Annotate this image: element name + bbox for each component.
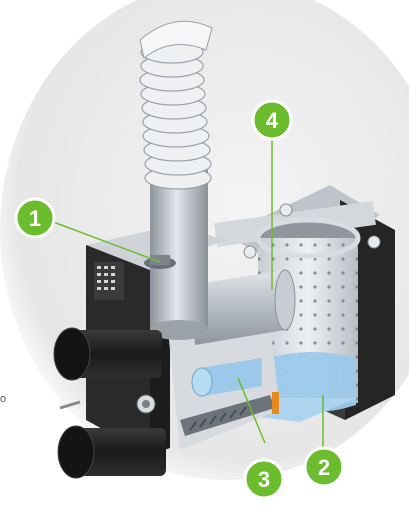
callout-3: 3 — [243, 458, 285, 500]
flexible-hose — [139, 20, 213, 190]
stray-text: o — [0, 393, 6, 405]
callout-4: 4 — [251, 99, 293, 141]
front-motor-lower — [57, 425, 166, 479]
feed-tube-inlet — [144, 255, 176, 269]
orange-valve — [272, 392, 279, 414]
svg-text:4: 4 — [266, 108, 279, 133]
callout-2: 2 — [303, 446, 345, 488]
svg-text:3: 3 — [258, 467, 270, 492]
horizontal-feed-pipe — [190, 269, 296, 345]
auger-motor-shaft — [191, 358, 279, 414]
vertical-feed-pipe — [150, 170, 208, 340]
callout-1: 1 — [14, 197, 56, 239]
front-fittings — [59, 394, 156, 414]
svg-text:1: 1 — [29, 206, 41, 231]
front-motor-upper — [53, 327, 162, 381]
svg-text:2: 2 — [318, 455, 330, 480]
